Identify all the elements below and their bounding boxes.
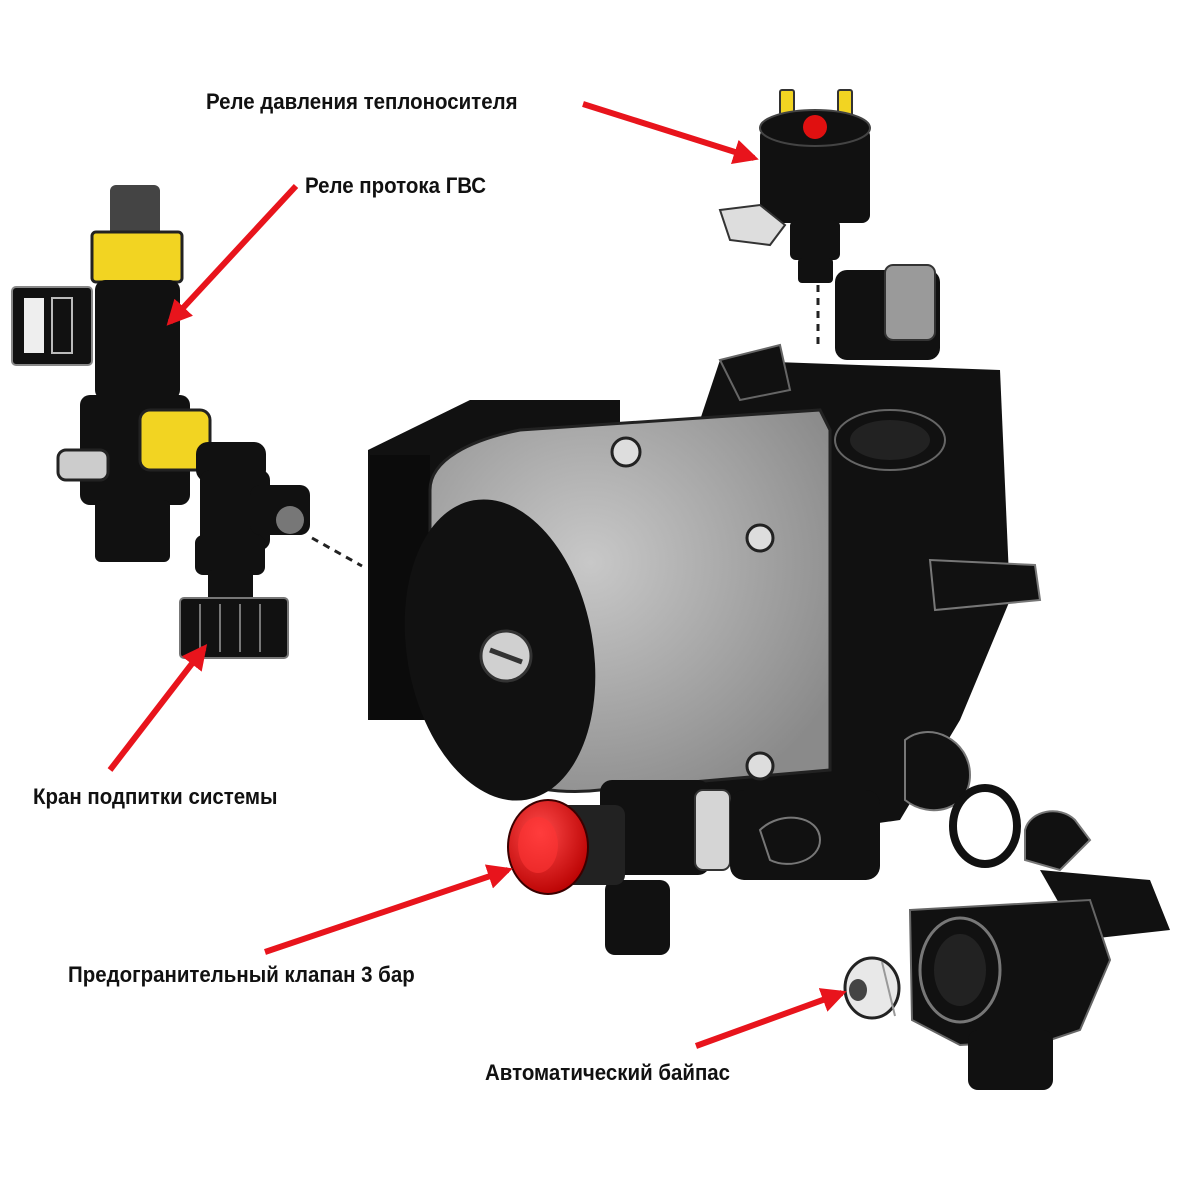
o-ring	[949, 784, 1021, 868]
auto-bypass-part	[843, 956, 901, 1020]
label-auto-bypass: Автоматический байпас	[485, 1060, 731, 1085]
arrow-makeup-tap	[107, 644, 208, 772]
label-pressure-relay: Реле давления теплоносителя	[206, 89, 518, 114]
bypass-fitting-part	[908, 810, 1170, 1090]
label-makeup-tap: Кран подпитки системы	[33, 784, 278, 809]
arrow-pressure-relay	[582, 101, 759, 164]
arrow-safety-valve	[264, 864, 513, 955]
arrow-auto-bypass	[694, 988, 847, 1049]
circulation-pump-body	[368, 264, 1042, 955]
dashed-link-tap	[311, 536, 363, 568]
label-safety-valve: Предогранительный клапан 3 бар	[68, 962, 415, 987]
label-dhw-flow-relay: Реле протока ГВС	[305, 173, 487, 198]
makeup-tap-part	[179, 597, 289, 659]
arrow-dhw-flow-relay	[166, 183, 299, 326]
dhw-flow-relay-part	[11, 185, 310, 605]
safety-valve-part	[507, 799, 625, 895]
pressure-relay-part	[718, 89, 871, 283]
